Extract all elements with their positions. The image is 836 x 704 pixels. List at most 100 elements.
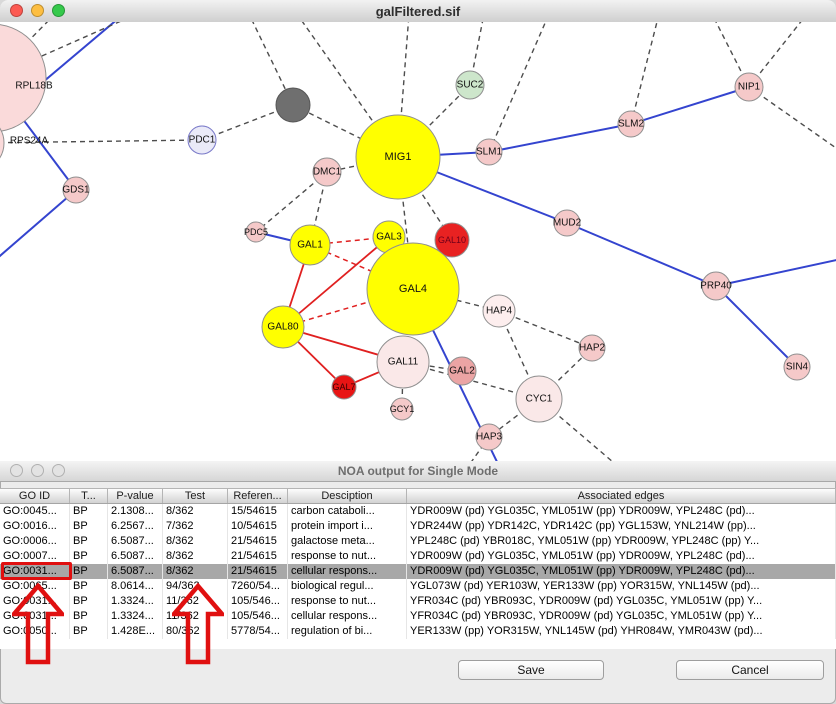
node-label-gal2: GAL2 — [449, 366, 475, 377]
network-node-gal80[interactable] — [261, 305, 305, 349]
cell-reference: 15/54615 — [228, 504, 288, 519]
network-node-pdc1[interactable] — [187, 125, 217, 155]
cell-test: 11/362 — [163, 609, 228, 624]
node-label-gal1: GAL1 — [297, 240, 323, 251]
node-label-nip1: NIP1 — [738, 82, 761, 93]
network-window-titlebar[interactable]: galFiltered.sif — [0, 0, 836, 23]
node-label-gal11: GAL11 — [388, 357, 419, 368]
zoom-button[interactable] — [52, 4, 65, 17]
network-node-rpl18b[interactable] — [0, 24, 47, 132]
column-header-go-id[interactable]: GO ID — [0, 489, 70, 503]
node-label-gal7: GAL7 — [332, 382, 355, 392]
node-label-slm1: SLM1 — [476, 147, 503, 158]
cell-description: regulation of bi... — [288, 624, 407, 639]
traffic-lights — [10, 4, 65, 17]
network-edge — [498, 310, 540, 400]
node-label-pdc1: PDC1 — [189, 135, 216, 146]
node-label-slm2: SLM2 — [618, 119, 645, 130]
network-node-gal10[interactable] — [434, 222, 470, 258]
node-label-hap3: HAP3 — [476, 432, 503, 443]
cell-p-value: 2.1308... — [108, 504, 163, 519]
node-label-rpl18b: RPL18B — [15, 81, 53, 92]
node-label-mig1: MIG1 — [385, 151, 412, 163]
minimize-button[interactable] — [31, 4, 44, 17]
network-node-hap2[interactable] — [578, 334, 606, 362]
network-edge — [715, 259, 836, 287]
node-label-cyc1: CYC1 — [526, 394, 553, 405]
cell-description: cellular respons... — [288, 564, 407, 579]
network-node-gal2[interactable] — [447, 356, 477, 386]
node-label-gal80: GAL80 — [267, 322, 299, 333]
network-node-gcy1[interactable] — [390, 397, 414, 421]
cell-test: 8/362 — [163, 564, 228, 579]
network-node-gal1[interactable] — [289, 224, 331, 266]
close-button[interactable] — [10, 4, 23, 17]
network-node-sin4[interactable] — [783, 353, 811, 381]
zoom-button[interactable] — [52, 464, 65, 477]
cell-description: galactose meta... — [288, 534, 407, 549]
network-edge — [748, 22, 802, 88]
cell-go-id: GO:0006... — [0, 534, 70, 549]
network-edge — [630, 22, 658, 125]
column-header-test[interactable]: Test — [163, 489, 228, 503]
cell-description: response to nut... — [288, 594, 407, 609]
network-node-gal7[interactable] — [331, 374, 357, 400]
cell-associated-edges: YER133W (pp) YOR315W, YNL145W (pd) YHR08… — [407, 624, 836, 639]
network-window-title: galFiltered.sif — [375, 3, 461, 19]
column-header-description[interactable]: Desciption — [288, 489, 407, 503]
node-label-hap4: HAP4 — [486, 306, 513, 317]
node-label-suc2: SUC2 — [457, 80, 484, 91]
network-node-dmc1[interactable] — [312, 157, 342, 187]
network-node-suc2[interactable] — [455, 70, 485, 100]
network-edge — [748, 86, 836, 149]
network-node-gds1[interactable] — [62, 176, 90, 204]
cell-description: biological regul... — [288, 579, 407, 594]
close-button[interactable] — [10, 464, 23, 477]
network-node-pdc5[interactable] — [245, 221, 267, 243]
network-node-cyc1[interactable] — [515, 375, 563, 423]
network-node-nip1[interactable] — [734, 72, 764, 102]
network-node-mig1[interactable] — [355, 114, 441, 200]
network-node-unknown[interactable] — [275, 87, 311, 123]
cell-associated-edges: YDR009W (pd) YGL035C, YML051W (pp) YDR00… — [407, 549, 836, 564]
cell-test: 8/362 — [163, 534, 228, 549]
network-edge — [282, 236, 390, 328]
network-node-mud2[interactable] — [553, 209, 581, 237]
column-header-type[interactable]: T... — [70, 489, 108, 503]
network-node-prp40[interactable] — [701, 271, 731, 301]
minimize-button[interactable] — [31, 464, 44, 477]
network-node-slm1[interactable] — [475, 138, 503, 166]
column-header-reference[interactable]: Referen... — [228, 489, 288, 503]
cell-type: BP — [70, 504, 108, 519]
network-edge — [488, 22, 547, 153]
noa-window-titlebar[interactable]: NOA output for Single Mode — [0, 461, 836, 482]
network-node-hap3[interactable] — [475, 423, 503, 451]
column-header-associated-edges[interactable]: Associated edges — [407, 489, 836, 503]
network-node-rps24a[interactable] — [0, 115, 5, 171]
node-label-prp40: PRP40 — [700, 281, 732, 292]
cancel-button[interactable]: Cancel — [676, 660, 824, 680]
network-edge — [471, 436, 490, 461]
cell-test: 7/362 — [163, 519, 228, 534]
network-edge — [0, 189, 77, 258]
column-header-p-value[interactable]: P-value — [108, 489, 163, 503]
save-button[interactable]: Save — [458, 660, 604, 680]
network-node-gal4[interactable] — [366, 242, 460, 336]
network-node-gal11[interactable] — [376, 335, 430, 389]
network-node-hap4[interactable] — [482, 294, 516, 328]
network-node-slm2[interactable] — [617, 110, 645, 138]
cell-type: BP — [70, 534, 108, 549]
cell-go-id: GO:0007... — [0, 549, 70, 564]
network-edge — [498, 310, 593, 349]
